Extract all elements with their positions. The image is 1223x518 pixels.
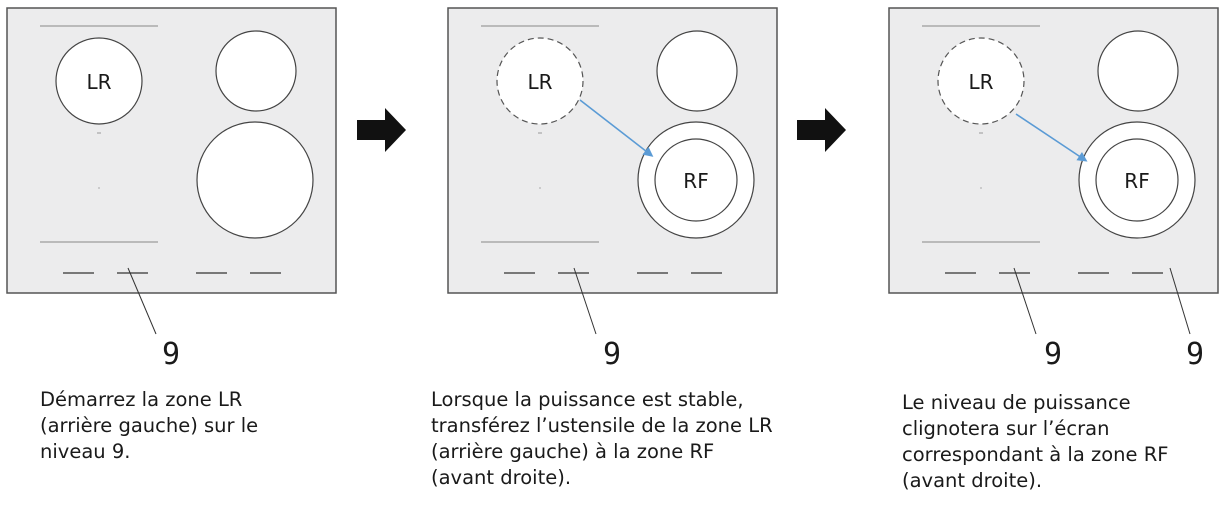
step-3-caption: Le niveau de puissance clignotera sur l’… [902,391,1169,492]
zone-lr-circle-vacated [496,37,584,125]
zone-rf-label: RF [683,169,708,193]
zone-lr-circle-vacated [937,37,1025,125]
cooktop-panel-3: LR RF 9 9 [888,7,1219,372]
step-arrow-icon [797,108,846,152]
callout-line-right [1169,267,1191,335]
zone-lr-label: LR [968,70,993,94]
cooktop-panel-1: LR 9 [6,7,337,372]
zone-lr-circle [55,37,143,125]
step-2-caption: Lorsque la puissance est stable, transfé… [431,388,773,489]
callout-line [127,267,157,335]
zone-rf-pan-circle [654,138,738,222]
transfer-arrow [579,99,654,157]
callout-line-left [1013,267,1037,335]
power-level-digit-rf: 9 [1186,337,1204,372]
zone-lr-label: LR [527,70,552,94]
step-1-caption: Démarrez la zone LR (arrière gauche) sur… [40,388,259,463]
cooktop-panel-2: LR RF 9 [447,7,778,372]
zone-rr-circle [1097,30,1179,112]
step-arrow-icon [357,108,406,152]
transfer-arrow [1015,113,1088,162]
callout-line [573,267,597,335]
power-level-digit-lr: 9 [1044,337,1062,372]
power-level-digit: 9 [603,337,621,372]
zone-rr-circle [215,30,297,112]
zone-rf-label: RF [1124,169,1149,193]
zone-rf-circle [196,121,314,239]
zone-lr-label: LR [86,70,111,94]
zone-rf-pan-circle [1095,138,1179,222]
zone-rr-circle [656,30,738,112]
power-level-digit: 9 [162,337,180,372]
